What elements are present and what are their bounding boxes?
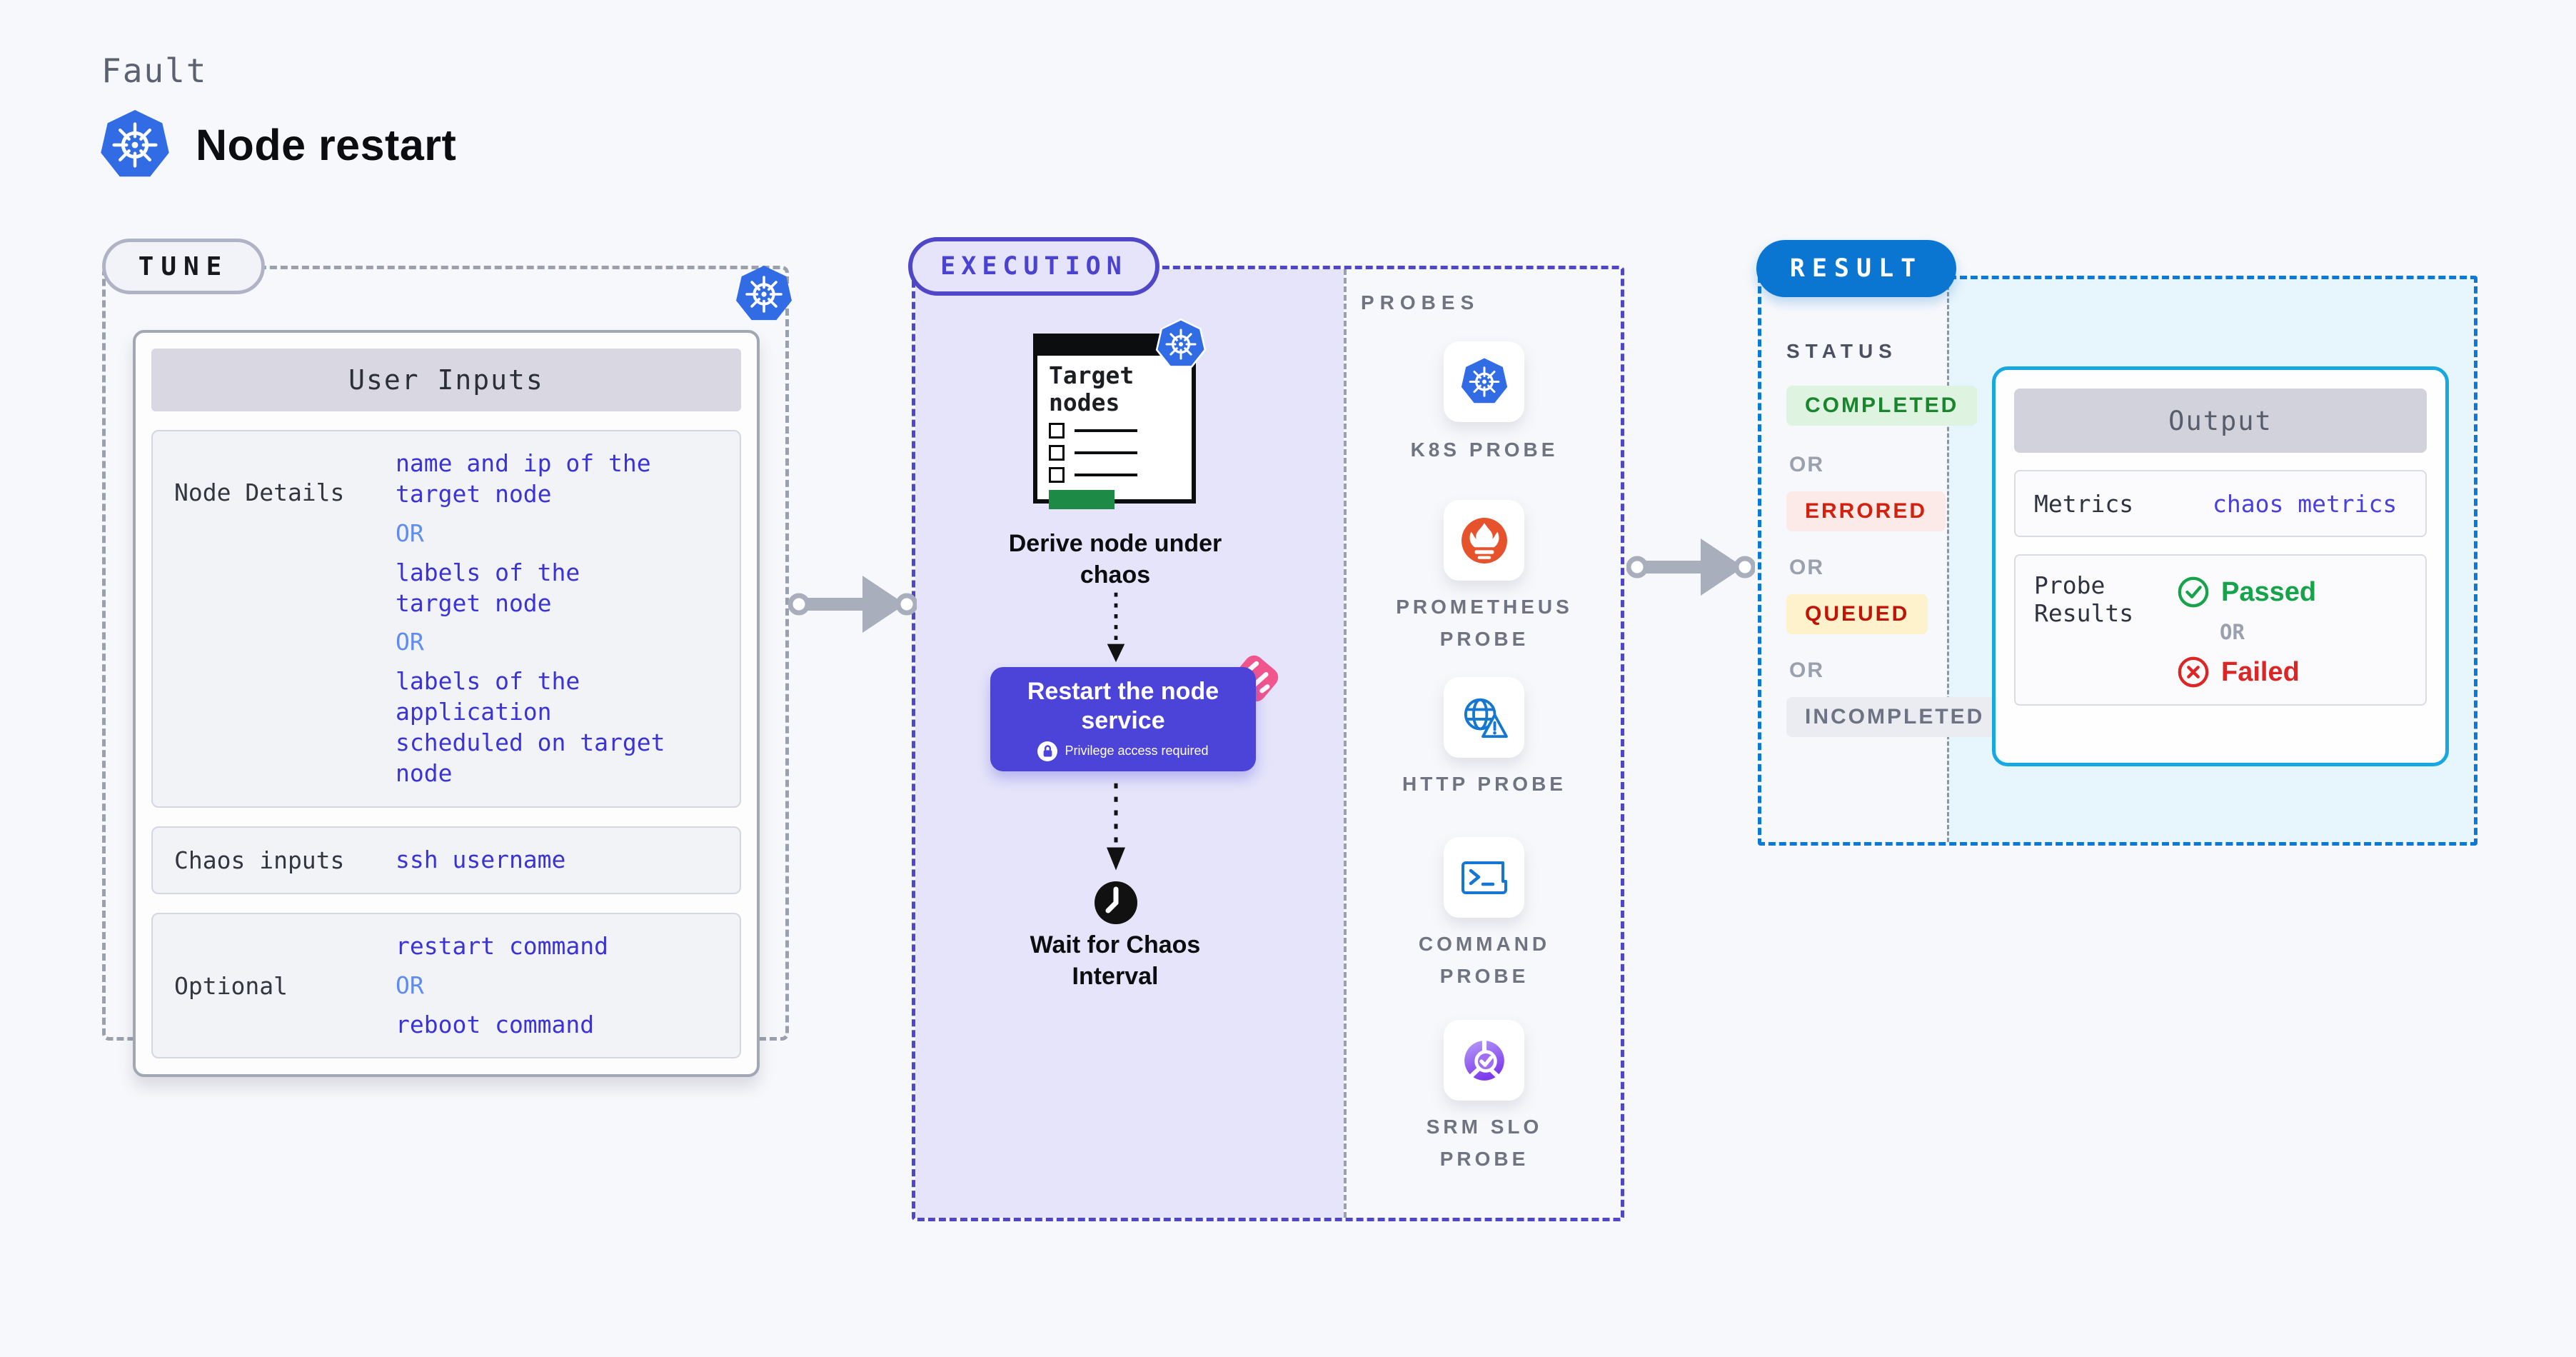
check-circle-icon — [2177, 576, 2210, 609]
doc-title: Target nodes — [1049, 361, 1134, 416]
node-details-row: Node Details name and ip of the target n… — [151, 430, 741, 808]
tune-pill: TUNE — [102, 239, 265, 294]
fault-eyebrow: Fault — [101, 51, 208, 90]
page-header: Node restart — [100, 109, 456, 181]
page-title: Node restart — [196, 121, 457, 169]
clock-icon — [1093, 880, 1139, 926]
row-label: Chaos inputs — [174, 846, 345, 874]
command-probe-card — [1444, 837, 1524, 918]
x-circle-icon — [2177, 656, 2210, 688]
doc-checklist-item — [1049, 466, 1180, 483]
metrics-row: Metrics chaos metrics — [2014, 470, 2427, 537]
wait-interval-label: Wait for Chaos Interval — [1030, 931, 1201, 990]
input-value: reboot command — [396, 1010, 595, 1038]
probe-label: SRM SLO PROBE — [1426, 1116, 1543, 1170]
result-pill: RESULT — [1756, 240, 1956, 297]
command-icon — [1461, 860, 1507, 896]
chaos-metrics-link[interactable]: chaos metrics — [2213, 489, 2398, 518]
doc-checklist-item — [1049, 444, 1180, 461]
or-separator: OR — [396, 628, 424, 656]
execution-pill: EXECUTION — [908, 237, 1159, 296]
metrics-label: Metrics — [2034, 489, 2134, 518]
user-inputs-card: User Inputs Node Details name and ip of … — [133, 330, 760, 1078]
prometheus-icon — [1461, 517, 1508, 564]
doc-green-bar — [1049, 489, 1115, 509]
or-separator: OR — [1789, 453, 1824, 476]
probe-label: COMMAND PROBE — [1418, 933, 1551, 987]
doc-checklist-item — [1049, 422, 1180, 439]
or-separator: OR — [396, 971, 424, 999]
or-separator: OR — [1789, 556, 1824, 579]
row-value: name and ip of the target node OR labels… — [396, 449, 718, 789]
result-divider — [1947, 279, 1949, 842]
restart-node-service-step: Restart the node service Privilege acces… — [990, 667, 1256, 771]
probe-results-row: Probe Results Passed OR Failed — [2014, 554, 2427, 706]
probe-label: K8S PROBE — [1410, 439, 1559, 461]
status-heading: STATUS — [1786, 340, 1898, 362]
row-label: Optional — [174, 971, 288, 1000]
probes-heading: PROBES — [1361, 291, 1480, 314]
input-value: name and ip of the target node — [396, 449, 651, 508]
flow-arrow-icon — [1626, 534, 1755, 600]
flow-arrow-icon — [788, 571, 917, 637]
status-badge-errored: ERRORED — [1786, 491, 1946, 531]
input-value: labels of the target node — [396, 558, 580, 617]
probe-label: PROMETHEUS PROBE — [1396, 596, 1573, 650]
lock-icon — [1037, 741, 1058, 761]
srm-slo-icon — [1461, 1037, 1508, 1084]
input-value: labels of the application scheduled on t… — [396, 667, 665, 788]
probe-label: HTTP PROBE — [1402, 773, 1566, 795]
prometheus-probe-card — [1444, 500, 1524, 581]
kubernetes-icon — [735, 264, 793, 324]
or-separator: OR — [2220, 620, 2245, 644]
or-separator: OR — [1789, 659, 1824, 682]
kubernetes-icon — [100, 109, 170, 181]
output-title: Output — [2014, 389, 2427, 453]
kubernetes-icon — [1155, 317, 1207, 371]
or-separator: OR — [396, 519, 424, 547]
probes-divider — [1344, 269, 1347, 1218]
chaos-inputs-row: Chaos inputs ssh username — [151, 826, 741, 894]
privilege-label: Privilege access required — [1065, 743, 1209, 758]
http-icon — [1461, 696, 1508, 739]
srm-slo-probe-card — [1444, 1020, 1524, 1101]
derive-node-label: Derive node under chaos — [1008, 530, 1222, 589]
optional-row: Optional restart command OR reboot comma… — [151, 912, 741, 1059]
probe-results-label: Probe Results — [2034, 571, 2134, 627]
k8s-probe-card — [1444, 341, 1524, 422]
http-probe-card — [1444, 677, 1524, 758]
restart-step-title: Restart the node service — [1027, 678, 1219, 734]
status-badge-completed: COMPLETED — [1786, 386, 1978, 426]
down-arrow-icon — [1104, 590, 1128, 664]
probe-passed: Passed — [2177, 576, 2316, 609]
input-value: ssh username — [396, 845, 566, 873]
kubernetes-icon — [1461, 357, 1508, 406]
down-arrow-icon — [1104, 780, 1128, 873]
status-badge-queued: QUEUED — [1786, 594, 1928, 634]
user-inputs-title: User Inputs — [151, 349, 741, 411]
status-badge-incompleted: INCOMPLETED — [1786, 697, 2003, 737]
row-label: Node Details — [174, 479, 345, 506]
output-card: Output Metrics chaos metrics Probe Resul… — [1992, 366, 2449, 766]
input-value: restart command — [396, 931, 609, 960]
probe-failed: Failed — [2177, 656, 2316, 688]
